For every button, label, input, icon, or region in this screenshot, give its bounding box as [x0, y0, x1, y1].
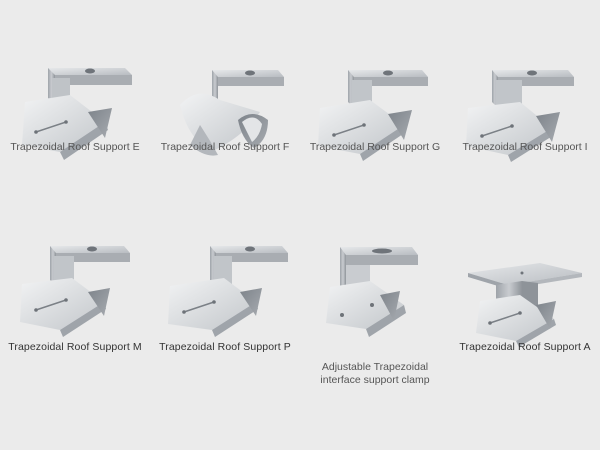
roof-support-p-image: [168, 246, 288, 337]
product-label: Trapezoidal Roof Support P: [159, 341, 291, 353]
product-card-g[interactable]: Trapezoidal Roof Support G: [300, 0, 450, 225]
product-label: Trapezoidal Roof Support F: [160, 141, 290, 153]
product-label: Trapezoidal Roof Support E: [10, 141, 140, 153]
roof-support-g-image: [318, 70, 428, 161]
roof-support-i-image: [466, 70, 574, 162]
adjustable-clamp-image: [326, 247, 418, 337]
product-card-m[interactable]: Trapezoidal Roof Support M: [0, 225, 150, 450]
product-card-e[interactable]: Trapezoidal Roof Support E: [0, 0, 150, 225]
product-card-a[interactable]: Trapezoidal Roof Support A: [450, 225, 600, 450]
product-card-f[interactable]: Trapezoidal Roof Support F: [150, 0, 300, 225]
roof-support-f-image: [180, 70, 284, 156]
product-card-p[interactable]: Trapezoidal Roof Support P: [150, 225, 300, 450]
product-label: Trapezoidal Roof Support A: [459, 341, 591, 353]
product-card-i[interactable]: Trapezoidal Roof Support I: [450, 0, 600, 225]
roof-support-m-image: [20, 246, 130, 337]
product-label: Trapezoidal Roof Support M: [8, 341, 142, 353]
product-card-adjustable-clamp[interactable]: Adjustable Trapezoidal interface support…: [300, 225, 450, 450]
product-label: Trapezoidal Roof Support G: [309, 141, 441, 153]
product-label: Adjustable Trapezoidal interface support…: [320, 361, 430, 386]
roof-support-e-image: [22, 68, 132, 160]
product-label: Trapezoidal Roof Support I: [462, 141, 588, 153]
roof-support-a-image: [468, 263, 582, 347]
